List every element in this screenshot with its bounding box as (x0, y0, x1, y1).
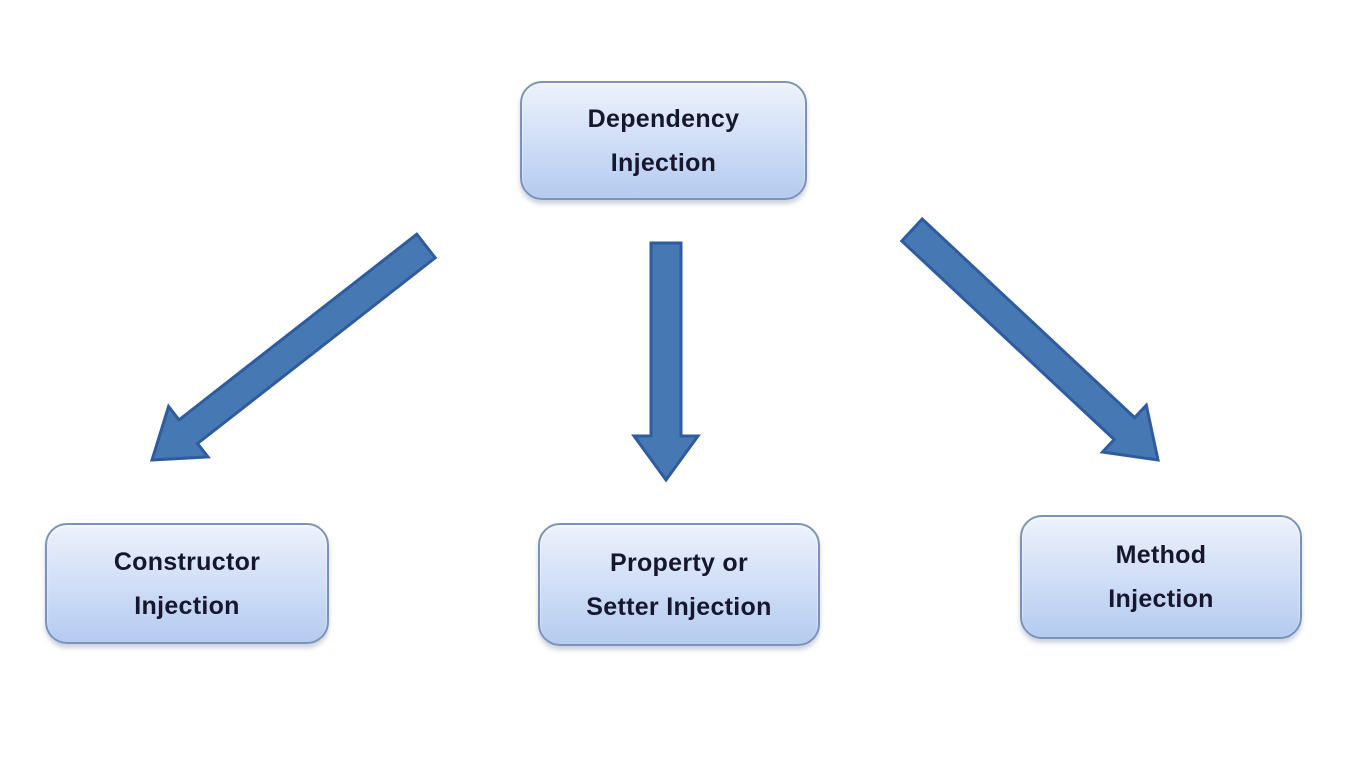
node-label-line: Injection (134, 591, 240, 620)
node-label-line: Dependency (587, 104, 740, 133)
node-label-line: Property or (609, 548, 749, 577)
node-label-line: Method (1115, 541, 1207, 569)
node-label-line: Constructor (113, 547, 261, 576)
arrow-to-constructor-injection (149, 232, 438, 462)
node-dependency-injection: Dependency Injection (520, 81, 807, 200)
node-label-line: Injection (610, 148, 717, 177)
node-label-line: Injection (1108, 585, 1214, 613)
node-label-line: Setter Injection (586, 592, 772, 621)
arrow-to-property-setter-injection (631, 241, 701, 483)
node-constructor-injection: Constructor Injection (45, 523, 329, 644)
node-method-injection: Method Injection (1020, 515, 1302, 639)
node-property-setter-injection: Property or Setter Injection (538, 523, 820, 646)
arrow-to-method-injection (899, 216, 1160, 462)
